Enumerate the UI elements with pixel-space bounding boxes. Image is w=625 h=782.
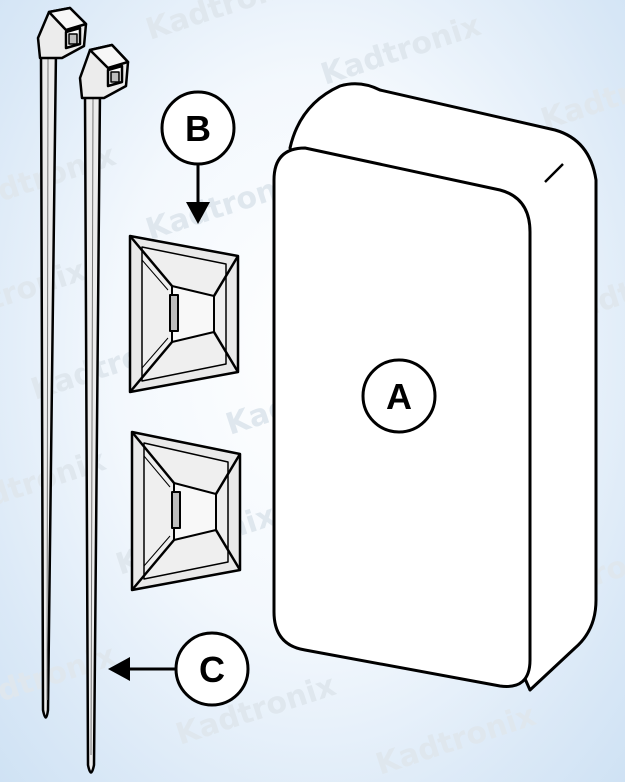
cable-tie-left xyxy=(36,6,88,719)
watermark: Kadtronix xyxy=(0,638,120,722)
callout-b-arrow-head xyxy=(186,202,210,224)
watermark: Kadtronix xyxy=(317,8,485,92)
watermark: Kadtronix xyxy=(537,53,625,137)
callout-c-arrow-head xyxy=(108,657,130,681)
callout-a: A xyxy=(361,358,437,434)
callout-c: C xyxy=(108,631,250,707)
cable-tie-right xyxy=(78,43,130,774)
adhesive-mount-bottom xyxy=(130,430,242,592)
watermark: Kadtronix xyxy=(0,138,120,222)
callout-b: B xyxy=(160,90,236,224)
adhesive-mount-top xyxy=(128,234,240,394)
callout-b-label: B xyxy=(185,108,211,149)
watermark: Kadtronix xyxy=(372,698,540,782)
callout-c-label: C xyxy=(199,649,225,690)
callout-a-label: A xyxy=(386,376,412,417)
watermark: Kadtronix xyxy=(142,0,310,48)
